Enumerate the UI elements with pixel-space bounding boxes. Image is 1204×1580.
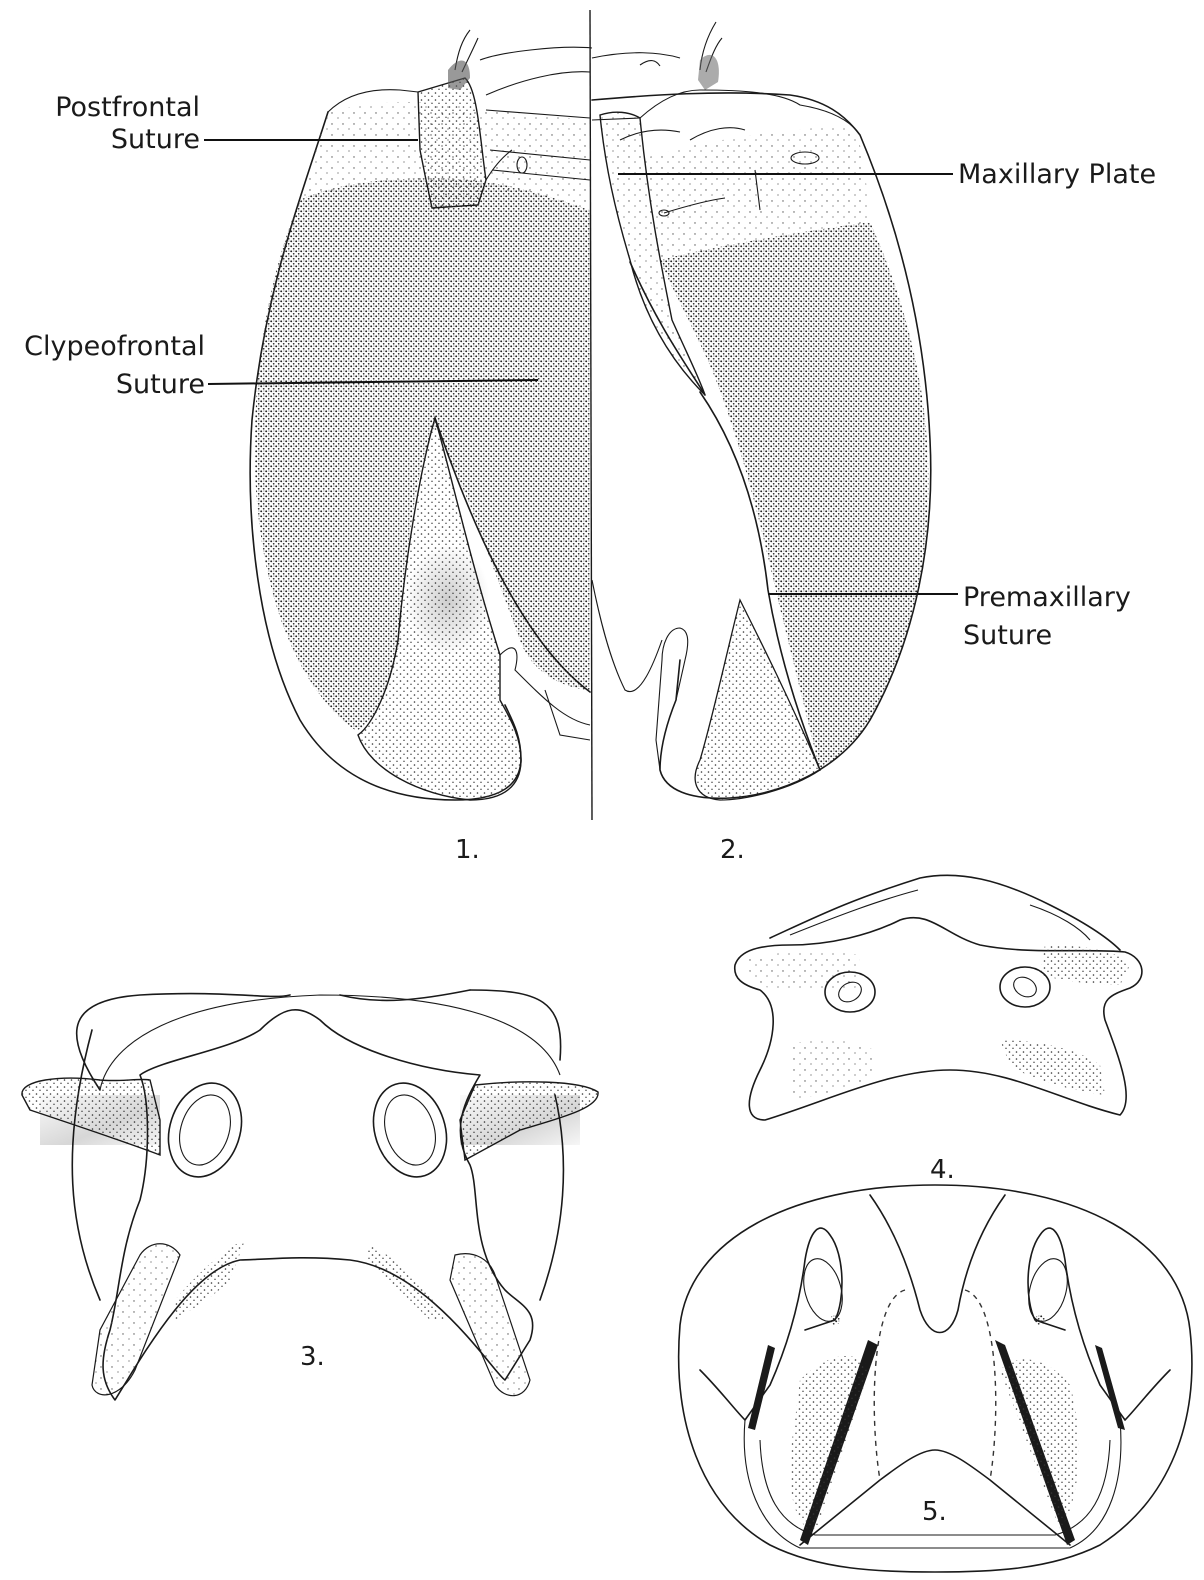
- figure-3-large-section: [22, 990, 598, 1400]
- fig3-left-eye-socket: [157, 1074, 253, 1187]
- svg-text:Suture: Suture: [963, 620, 1052, 651]
- postfrontal-plate: [418, 78, 486, 208]
- figure-1-dorsal-head: [250, 30, 590, 800]
- fig5-right-dashed-lobe: [965, 1290, 996, 1480]
- svg-text:Clypeofrontal: Clypeofrontal: [24, 331, 205, 362]
- figure-number-4: 4.: [930, 1155, 955, 1185]
- svg-text:Postfrontal: Postfrontal: [55, 92, 200, 123]
- fig3-right-eye-socket: [362, 1074, 458, 1187]
- figure-number-3: 3.: [300, 1342, 325, 1372]
- fig4-right-eye: [1000, 967, 1050, 1007]
- svg-text:Suture: Suture: [111, 124, 200, 155]
- figure-number-1: 1.: [455, 835, 480, 865]
- maxillary-region: [660, 222, 928, 770]
- svg-text:Suture: Suture: [116, 369, 205, 400]
- figure-number-5: 5.: [922, 1497, 947, 1527]
- midline: [590, 10, 592, 820]
- fig3-right-arm: [450, 1254, 530, 1396]
- figure-number-2: 2.: [720, 835, 745, 865]
- svg-text:Maxillary Plate: Maxillary Plate: [958, 159, 1156, 190]
- svg-text:Premaxillary: Premaxillary: [963, 582, 1131, 613]
- figure-4-small-section: [735, 875, 1142, 1120]
- fig5-left-dashed-lobe: [874, 1290, 905, 1480]
